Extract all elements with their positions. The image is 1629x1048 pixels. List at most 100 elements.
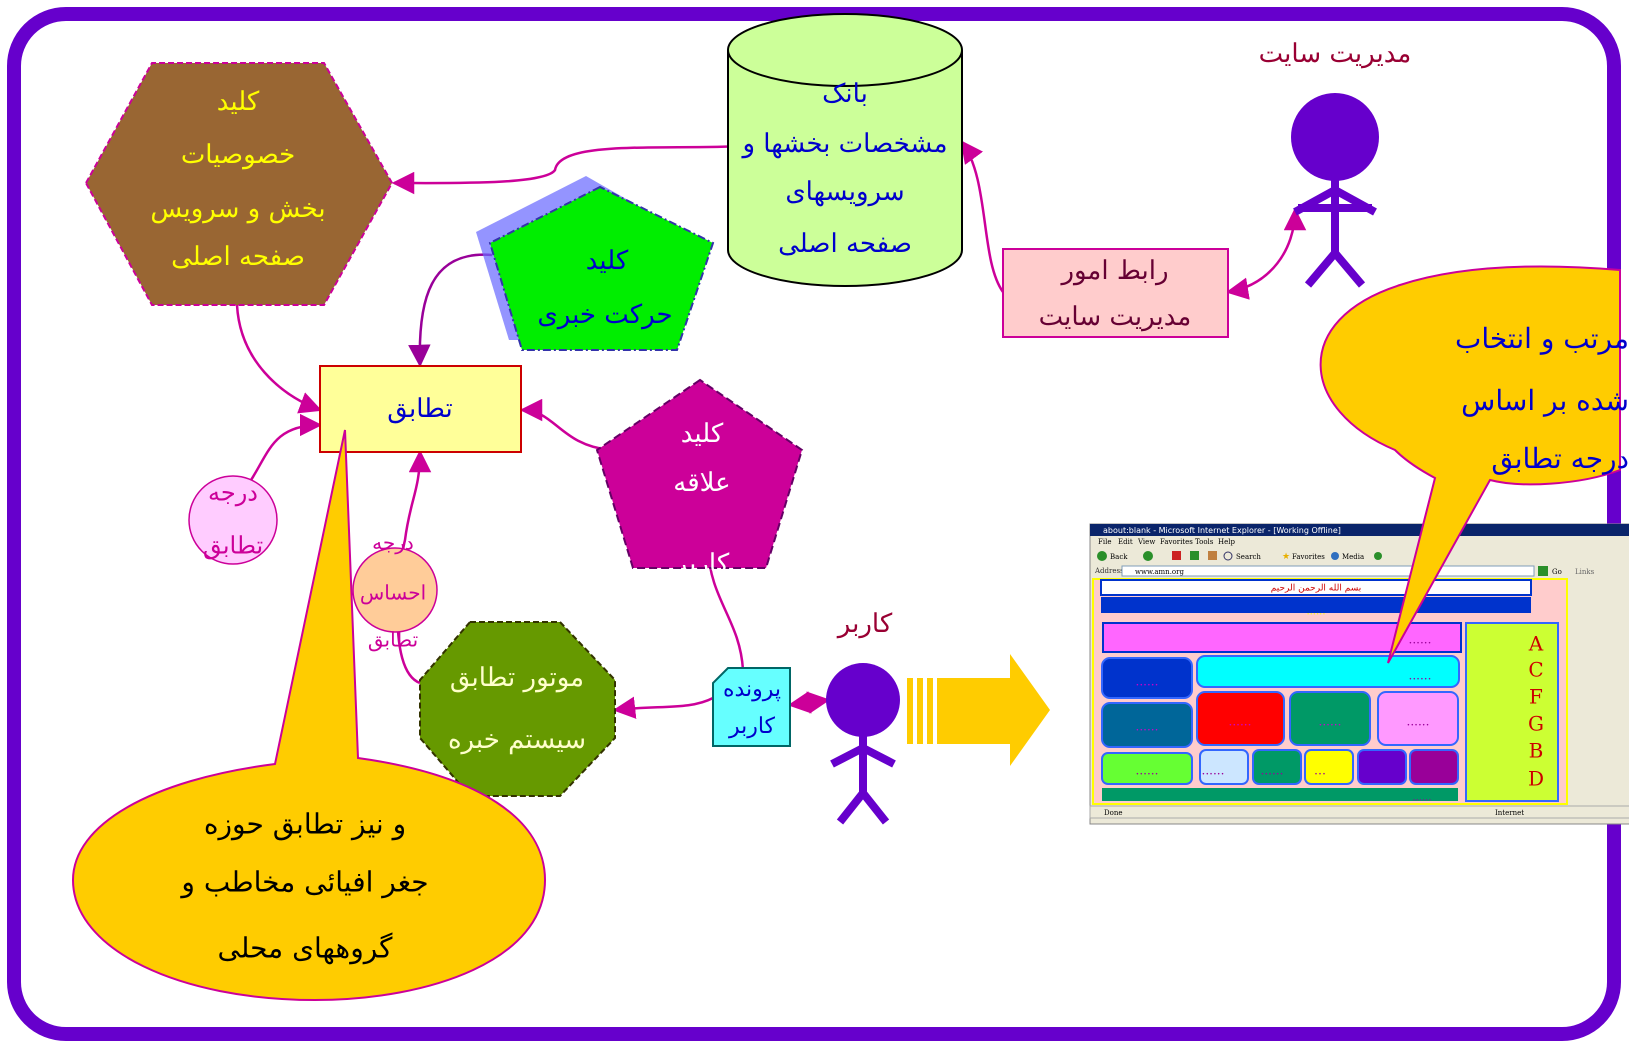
user-person: کاربر — [826, 609, 900, 825]
feeling-degree-line-1: درجه — [372, 531, 414, 555]
toolbar-media[interactable]: Media — [1342, 553, 1364, 561]
feeling-degree-line-2: احساس — [360, 581, 426, 605]
stop-icon — [1172, 551, 1181, 560]
callout-bottom: و نیز تطابق حوزه جغر افیائی مخاطب و گروه… — [71, 429, 547, 1002]
box-yellow — [1304, 749, 1354, 785]
side-letter-c: C — [1528, 658, 1543, 682]
box-red — [1196, 691, 1285, 746]
browser-title: about:blank - Microsoft Internet Explore… — [1103, 526, 1341, 535]
box-green-2-dots: ...... — [1261, 764, 1284, 778]
box-cyan-dots: ...... — [1409, 669, 1432, 683]
box-magenta — [1409, 749, 1459, 785]
box-light-pink-dots: ...... — [1407, 715, 1430, 729]
callout-right-line-2: شده بر اساس — [1461, 384, 1629, 417]
box-lime — [1101, 752, 1193, 785]
box-blue — [1101, 657, 1193, 699]
news-key-pentagon: کلید حرکت خبری — [476, 176, 715, 351]
match-degree-circle: درجه تطابق — [188, 475, 278, 565]
match-degree-line-1: درجه — [208, 479, 258, 507]
interest-key-line-2: علاقه — [673, 468, 730, 498]
banner-dots: ...... — [1306, 607, 1325, 618]
box-pink-dots: ...... — [1409, 633, 1432, 647]
callout-bottom-line-3: گروههای محلی — [218, 932, 394, 965]
interest-key-pentagon: کلید علاقه کاربر — [595, 378, 804, 579]
arrow-interface-to-bank — [960, 140, 1005, 293]
menu-file[interactable]: File — [1098, 538, 1111, 546]
side-letters: A C F G B D — [1528, 632, 1544, 791]
back-icon — [1097, 551, 1107, 561]
arrow-features-to-match — [235, 304, 323, 414]
toolbar-search[interactable]: Search — [1236, 553, 1261, 561]
bank-line-2: مشخصات بخشها و — [740, 129, 947, 159]
arrow-interestkey-to-match — [519, 398, 611, 452]
side-letter-b: B — [1529, 739, 1544, 763]
side-letter-d: D — [1528, 767, 1544, 791]
home-icon — [1208, 551, 1217, 560]
bank-line-1: بانک — [822, 79, 868, 109]
go-label[interactable]: Go — [1552, 568, 1562, 576]
box-lime-dots: ...... — [1136, 764, 1159, 778]
menu-help[interactable]: Help — [1218, 538, 1235, 546]
callout-right-line-3: درجه تطابق — [1491, 442, 1629, 475]
box-red-dots: ...... — [1229, 715, 1252, 729]
side-panel — [1465, 622, 1559, 802]
arrow-user-file — [787, 691, 831, 714]
refresh-icon — [1190, 551, 1199, 560]
callout-bottom-line-1: و نیز تطابق حوزه — [204, 808, 406, 841]
interface-line-1: رابط امور — [1059, 256, 1168, 286]
box-green-2 — [1252, 749, 1302, 785]
browser-screenshot: about:blank - Microsoft Internet Explore… — [1089, 523, 1629, 825]
menu-view[interactable]: View — [1137, 538, 1155, 546]
callout-right: مرتب و انتخاب شده بر اساس درجه تطابق — [1319, 265, 1629, 664]
key-features-line-4: صفحه اصلی — [171, 242, 305, 272]
site-manager-label: مدیریت سایت — [1259, 39, 1412, 69]
arrow-engine-to-match — [396, 449, 432, 685]
key-features-hexagon: کلید خصوصیات بخش و سرویس صفحه اصلی — [84, 62, 394, 306]
interest-key-line-1: کلید — [681, 419, 724, 449]
feeling-degree-circle: درجه احساس تطابق — [352, 531, 438, 652]
bank-line-4: صفحه اصلی — [778, 229, 912, 259]
arrow-file-to-engine — [612, 696, 714, 719]
user-file-line-1: پرونده — [723, 677, 781, 702]
interface-line-2: مدیریت سایت — [1039, 302, 1192, 332]
arrow-newskey-to-match — [408, 253, 493, 368]
match-label: تطابق — [387, 394, 452, 424]
address-value: www.amn.org — [1135, 568, 1184, 576]
arrow-bank-to-features — [391, 144, 746, 195]
toolbar-back[interactable]: Back — [1110, 553, 1128, 561]
engine-octagon: موتور تطابق سیستم خبره — [419, 621, 616, 797]
feeling-degree-line-3: تطابق — [368, 628, 418, 652]
box-blue-dots: ...... — [1136, 675, 1159, 689]
match-box: تطابق — [319, 365, 522, 453]
status-bar — [1089, 805, 1629, 819]
engine-line-2: سیستم خبره — [448, 725, 586, 755]
menu-tools[interactable]: Tools — [1195, 538, 1214, 546]
box-light-blue — [1199, 749, 1249, 785]
user-file-line-2: کاربر — [728, 714, 776, 739]
box-light-blue-dots: ...... — [1202, 764, 1225, 778]
media-icon — [1331, 552, 1339, 560]
favorites-icon: ★ — [1282, 552, 1290, 562]
status-done: Done — [1104, 809, 1122, 817]
key-features-line-3: بخش و سرویس — [150, 194, 325, 224]
box-footer-dots: ...... — [1412, 793, 1431, 804]
search-icon — [1223, 551, 1233, 561]
news-key-line-2: حرکت خبری — [537, 300, 672, 330]
big-right-arrow — [907, 654, 1050, 766]
address-bar[interactable] — [1121, 565, 1535, 577]
box-cyan — [1196, 655, 1460, 688]
match-degree-line-2: تطابق — [203, 532, 263, 560]
history-icon — [1374, 552, 1382, 560]
menu-edit[interactable]: Edit — [1118, 538, 1133, 546]
menu-favorites[interactable]: Favorites — [1160, 538, 1193, 546]
key-features-line-1: کلید — [217, 87, 260, 117]
box-yellow-dots: … — [1314, 764, 1326, 778]
toolbar-favorites[interactable]: Favorites — [1292, 553, 1325, 561]
bank-line-3: سرویسهای — [785, 177, 904, 207]
arrow-interface-manager — [1225, 207, 1307, 300]
interface-box: رابط امور مدیریت سایت — [1002, 248, 1229, 338]
callout-bottom-line-2: جغر افیائی مخاطب و — [179, 866, 428, 899]
key-features-line-2: خصوصیات — [181, 140, 295, 170]
